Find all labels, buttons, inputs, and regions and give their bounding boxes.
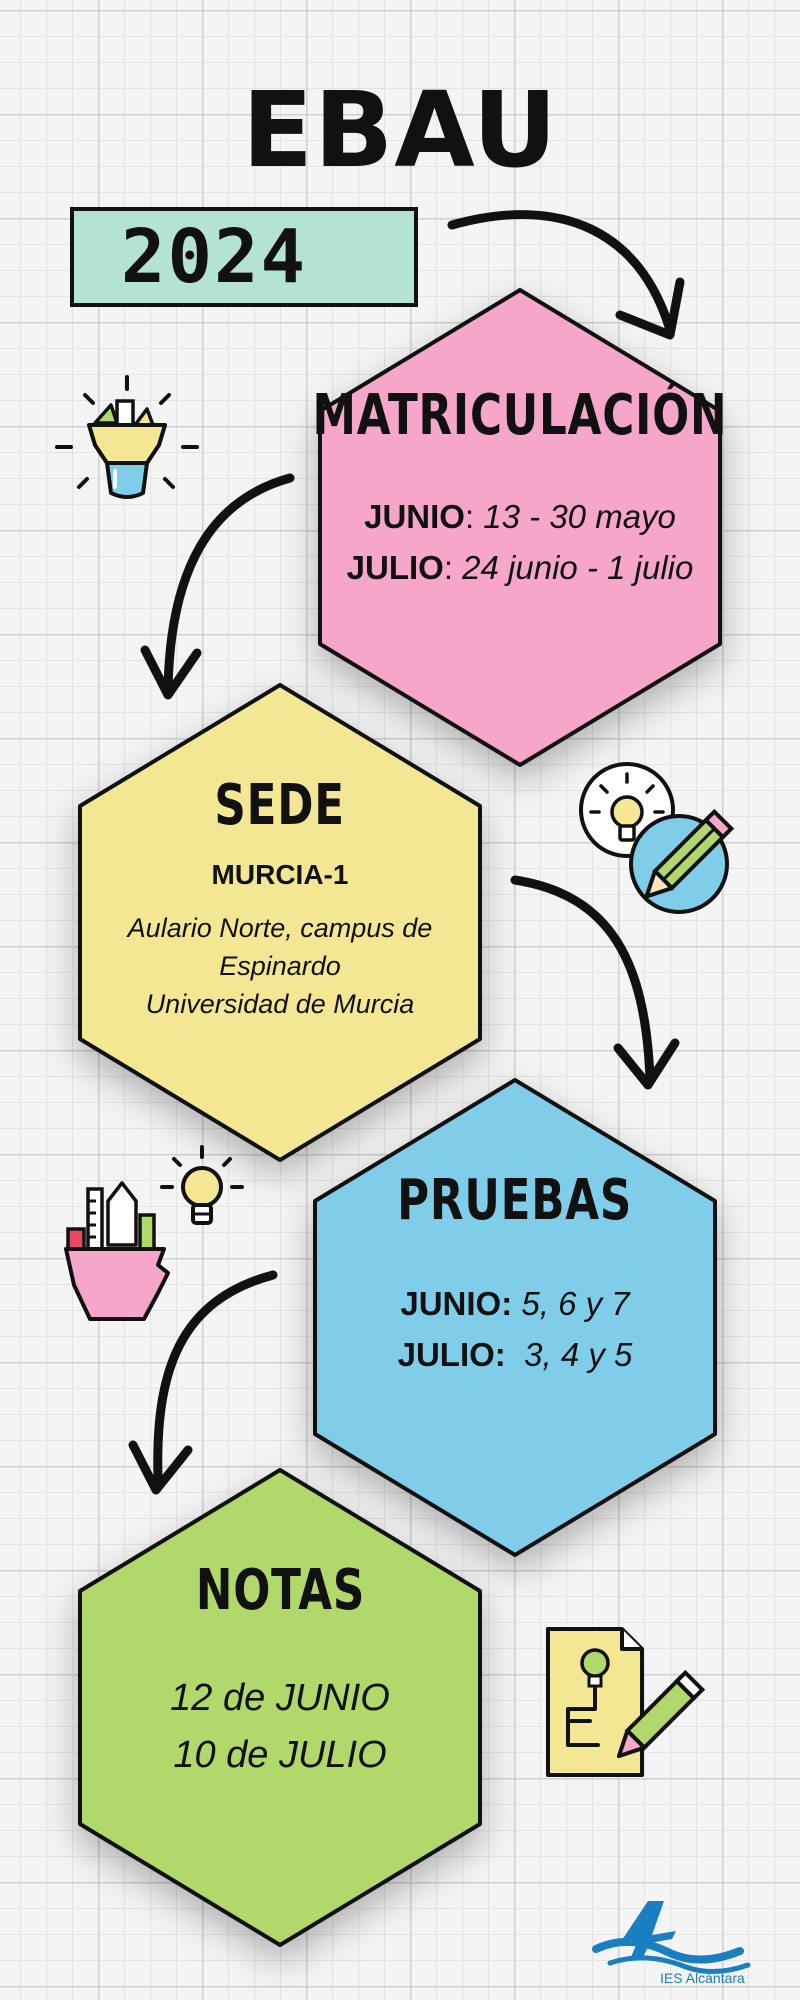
matriculacion-row: JUNIO: 13 - 30 mayo [364, 491, 676, 542]
logo-text: IES Alcántara [660, 1970, 745, 1986]
page-title: EBAU [241, 69, 559, 191]
hexagon-notas [78, 1468, 482, 1947]
lightbulb-pencil-icon [579, 762, 735, 914]
notas-date: 12 de JUNIO [170, 1676, 390, 1719]
matriculacion-row: JULIO: 24 junio - 1 julio [347, 542, 694, 593]
row-value: 5, 6 y 7 [512, 1284, 630, 1322]
sede-address-line: Aulario Norte, campus de [127, 912, 433, 943]
row-value: 3, 4 y 5 [505, 1335, 633, 1373]
sede-address-line: Universidad de Murcia [145, 988, 415, 1019]
sede-name: MURCIA-1 [211, 858, 349, 890]
pruebas-row: JUNIO: 5, 6 y 7 [400, 1278, 629, 1329]
row-label: JUNIO [364, 497, 465, 535]
pruebas-row: JULIO: 3, 4 y 5 [398, 1329, 633, 1380]
sede-title: SEDE [214, 773, 346, 838]
row-label: JULIO: [397, 1335, 506, 1373]
matriculacion-title: MATRICULACIÓN [312, 383, 728, 448]
document-pencil-icon [546, 1627, 706, 1777]
pruebas-title: PRUEBAS [397, 1168, 633, 1233]
row-sep: : [464, 497, 475, 535]
sede-content: SEDE MURCIA-1 Aulario Norte, campus de E… [70, 775, 490, 1023]
sede-address-line: Espinardo [219, 950, 341, 981]
hexagon-matriculacion [318, 288, 722, 767]
row-label: JUNIO: [400, 1284, 513, 1322]
matriculacion-content: MATRICULACIÓN JUNIO: 13 - 30 mayo JULIO:… [310, 385, 730, 593]
year-badge: 2024 [70, 207, 418, 307]
notas-content: NOTAS 12 de JUNIO 10 de JULIO [70, 1560, 490, 1784]
year-text: 2024 [120, 214, 308, 300]
row-value: 24 junio - 1 julio [453, 548, 694, 586]
notas-date: 10 de JULIO [173, 1733, 387, 1776]
pruebas-content: PRUEBAS JUNIO: 5, 6 y 7 JULIO: 3, 4 y 5 [305, 1170, 725, 1380]
ies-alcantara-logo [592, 1901, 751, 1975]
notas-title: NOTAS [195, 1558, 365, 1623]
hexagon-pruebas [313, 1078, 717, 1557]
hexagon-sede [78, 683, 482, 1162]
row-sep: : [443, 548, 454, 586]
pencil-cup-icon [55, 375, 199, 499]
row-label: JULIO [346, 548, 444, 586]
row-value: 13 - 30 mayo [474, 497, 676, 535]
lightbulb-icon [160, 1145, 244, 1225]
ruler-cup-icon [64, 1181, 170, 1321]
